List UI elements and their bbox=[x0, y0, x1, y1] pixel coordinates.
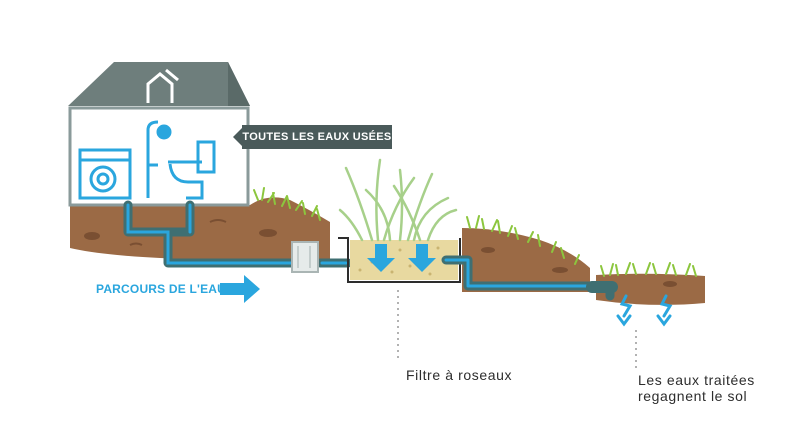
reed-filter-basin bbox=[338, 237, 461, 283]
reed-plants bbox=[338, 158, 458, 242]
reed-filter-caption: Filtre à roseaux bbox=[406, 367, 513, 383]
treated-water-caption-line1: Les eaux traitées bbox=[638, 372, 755, 388]
septic-tank bbox=[291, 241, 319, 273]
zigzag-down-arrow-icon bbox=[616, 294, 633, 327]
outlet-pipe bbox=[441, 255, 618, 301]
house bbox=[68, 62, 250, 207]
roof-window bbox=[146, 72, 174, 103]
treated-water-caption: Les eaux traitées regagnent le sol bbox=[638, 372, 798, 404]
right-arrow-icon bbox=[220, 275, 260, 303]
grass-tufts bbox=[253, 187, 697, 277]
shower-icon bbox=[146, 120, 172, 198]
soil-middle bbox=[462, 228, 590, 292]
soil-right bbox=[596, 273, 705, 305]
waste-water-label: TOUTES LES EAUX USÉES bbox=[233, 125, 392, 149]
water-route-label: PARCOURS DE L'EAU bbox=[96, 282, 227, 296]
soil-left bbox=[70, 197, 330, 262]
zigzag-down-arrow-icon bbox=[656, 294, 673, 327]
down-arrow-icon bbox=[367, 244, 395, 272]
washing-machine-icon bbox=[78, 148, 132, 200]
pipe-highlight bbox=[126, 203, 348, 265]
toilet-icon bbox=[168, 140, 216, 200]
down-arrow-icon bbox=[408, 244, 436, 272]
treated-water-caption-line2: regagnent le sol bbox=[638, 388, 748, 404]
house-roof bbox=[68, 62, 250, 106]
